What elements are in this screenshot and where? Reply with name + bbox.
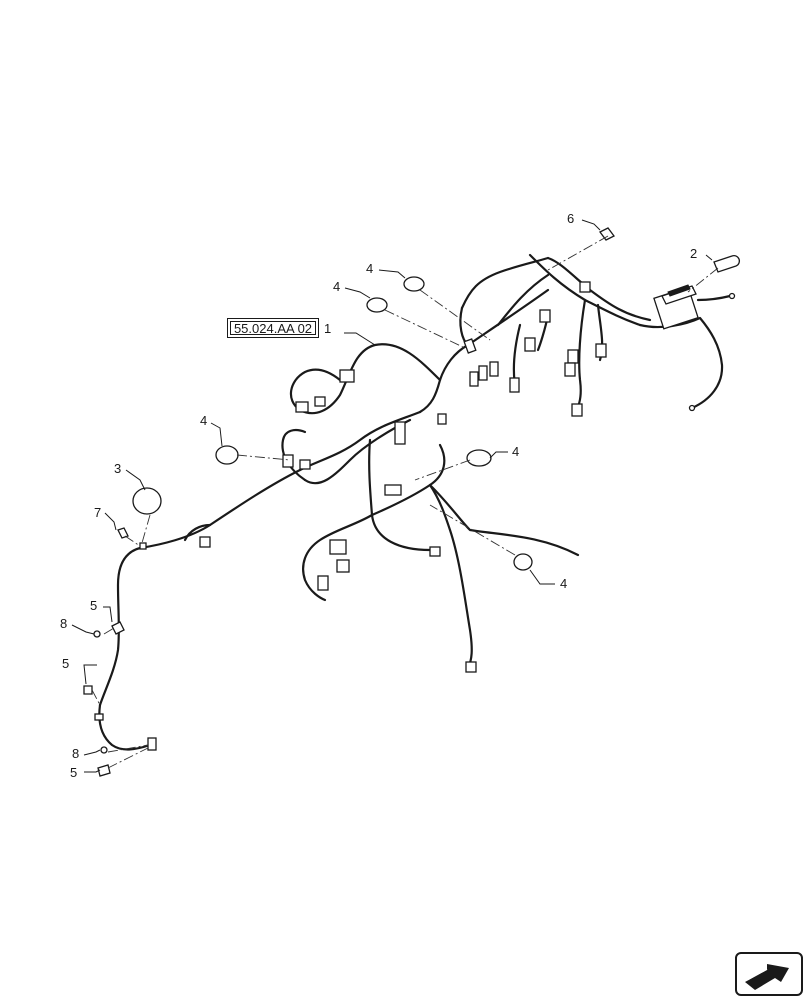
- callout-3: 3: [114, 461, 121, 476]
- callout-6: 6: [567, 211, 574, 226]
- callout-5-upper: 5: [90, 598, 97, 613]
- next-page-arrow-icon: [745, 964, 789, 990]
- callout-labels: 1 2 3 4 4 4 4 4 5 5 5 6 7 8 8: [60, 211, 697, 780]
- cable-tie-3: [132, 487, 162, 515]
- callout-4-upper: 4: [333, 279, 340, 294]
- callout-4-top: 4: [366, 261, 373, 276]
- callout-7: 7: [94, 505, 101, 520]
- harness-connectors: [83, 227, 740, 777]
- callout-5-bottom: 5: [70, 765, 77, 780]
- callout-4-right: 4: [512, 444, 519, 459]
- callout-4-left: 4: [200, 413, 207, 428]
- next-page-button[interactable]: [735, 952, 803, 996]
- callout-8-upper: 8: [60, 616, 67, 631]
- part-2-cap: [713, 254, 740, 273]
- harness-main-wires: [98, 253, 732, 751]
- callout-2: 2: [690, 246, 697, 261]
- part-6-clip: [599, 227, 615, 241]
- callout-4-bottom: 4: [560, 576, 567, 591]
- callout-5-middle: 5: [62, 656, 69, 671]
- reference-label: 55.024.AA 02: [233, 320, 313, 336]
- leader-lines: [71, 219, 713, 773]
- reference-link[interactable]: 55.024.AA 02: [227, 318, 319, 338]
- assembly-lines: [91, 235, 719, 769]
- callout-1: 1: [324, 321, 331, 336]
- callout-8-lower: 8: [72, 746, 79, 761]
